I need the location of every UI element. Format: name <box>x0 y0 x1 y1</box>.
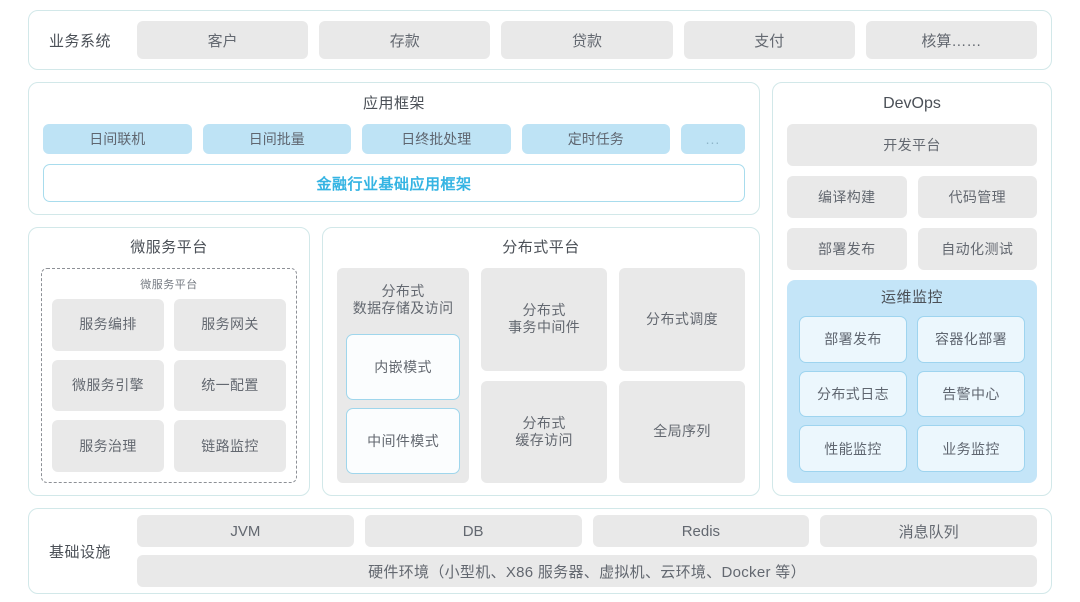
infrastructure-panel: 基础设施 JVM DB Redis 消息队列 硬件环境（小型机、X86 服务器、… <box>28 508 1052 594</box>
distributed-item[interactable]: 分布式 事务中间件 <box>481 268 608 371</box>
microservice-item[interactable]: 链路监控 <box>174 420 286 472</box>
business-system-item[interactable]: 核算…… <box>865 21 1038 59</box>
devops-pair-row: 部署发布 自动化测试 <box>787 228 1037 270</box>
distributed-storage-mode[interactable]: 中间件模式 <box>346 408 461 474</box>
distributed-storage-block[interactable]: 分布式 数据存储及访问 内嵌模式 中间件模式 <box>337 268 470 483</box>
business-systems-label: 业务系统 <box>49 32 112 50</box>
app-framework-chip-more[interactable]: ... <box>681 124 745 154</box>
microservice-inner-title: 微服务平台 <box>140 279 198 291</box>
distributed-storage-mode[interactable]: 内嵌模式 <box>346 334 461 400</box>
distributed-platform-title: 分布式平台 <box>502 239 580 256</box>
infrastructure-item[interactable]: DB <box>364 515 582 547</box>
foundation-framework-bar[interactable]: 金融行业基础应用框架 <box>43 164 745 202</box>
app-framework-title: 应用框架 <box>362 95 425 112</box>
distributed-platform-panel: 分布式平台 分布式 数据存储及访问 内嵌模式 中间件模式 <box>322 227 760 496</box>
app-framework-chips: 日间联机 日间批量 日终批处理 定时任务 ... <box>43 124 745 154</box>
distributed-item-line2: 事务中间件 <box>508 319 581 336</box>
app-framework-chip[interactable]: 日间批量 <box>202 124 351 154</box>
distributed-items-grid: 分布式 数据存储及访问 内嵌模式 中间件模式 分布式 事务中间件 <box>337 268 745 483</box>
distributed-storage-title: 分布式 数据存储及访问 <box>346 277 460 326</box>
devops-panel: DevOps 开发平台 编译构建 代码管理 部署发布 自动化测试 运维监控 部署… <box>772 82 1052 496</box>
ops-monitor-item[interactable]: 性能监控 <box>799 425 907 472</box>
distributed-item[interactable]: 全局序列 <box>619 380 745 483</box>
devops-item[interactable]: 部署发布 <box>787 228 907 270</box>
distributed-item-line1: 分布式 <box>522 302 566 319</box>
app-framework-chip[interactable]: 定时任务 <box>521 124 670 154</box>
business-system-item[interactable]: 存款 <box>319 21 491 59</box>
infrastructure-item[interactable]: JVM <box>137 515 354 547</box>
infrastructure-items: JVM DB Redis 消息队列 <box>137 515 1037 547</box>
devops-item[interactable]: 自动化测试 <box>917 228 1037 270</box>
devops-pair-row: 编译构建 代码管理 <box>787 176 1037 218</box>
microservice-item[interactable]: 微服务引擎 <box>52 359 164 412</box>
ops-monitor-item[interactable]: 告警中心 <box>917 370 1025 418</box>
ops-monitor-title: 运维监控 <box>880 289 943 306</box>
middle-left-column: 应用框架 日间联机 日间批量 日终批处理 定时任务 ... 金融行业基础应用框架… <box>28 82 760 496</box>
business-system-item[interactable]: 客户 <box>137 21 309 59</box>
devops-title: DevOps <box>883 95 941 112</box>
distributed-item-line2: 缓存访问 <box>515 431 573 448</box>
ops-monitor-grid: 部署发布 容器化部署 分布式日志 告警中心 性能监控 业务监控 <box>799 316 1025 472</box>
distributed-item[interactable]: 分布式 缓存访问 <box>481 380 608 483</box>
infrastructure-item[interactable]: Redis <box>592 515 810 547</box>
distributed-item-line1: 分布式 <box>522 414 566 431</box>
microservice-item[interactable]: 服务网关 <box>174 299 286 351</box>
distributed-storage-title-line2: 数据存储及访问 <box>352 300 454 316</box>
devops-platform-item[interactable]: 开发平台 <box>787 124 1037 166</box>
microservice-item[interactable]: 服务编排 <box>52 299 164 351</box>
platform-row: 微服务平台 微服务平台 服务编排 服务网关 微服务引擎 统一配置 服务治理 链路… <box>28 227 760 496</box>
devops-column: DevOps 开发平台 编译构建 代码管理 部署发布 自动化测试 运维监控 部署… <box>772 82 1052 496</box>
business-systems-panel: 业务系统 客户 存款 贷款 支付 核算…… <box>28 10 1052 70</box>
microservice-platform-panel: 微服务平台 微服务平台 服务编排 服务网关 微服务引擎 统一配置 服务治理 链路… <box>28 227 310 496</box>
microservice-platform-title: 微服务平台 <box>130 239 208 256</box>
ops-monitor-item[interactable]: 分布式日志 <box>799 370 907 418</box>
infrastructure-content: JVM DB Redis 消息队列 硬件环境（小型机、X86 服务器、虚拟机、云… <box>137 515 1037 587</box>
hardware-environment-bar[interactable]: 硬件环境（小型机、X86 服务器、虚拟机、云环境、Docker 等） <box>137 555 1037 587</box>
business-system-item[interactable]: 贷款 <box>501 21 673 59</box>
ops-monitor-item[interactable]: 部署发布 <box>799 316 907 363</box>
app-framework-chip[interactable]: 日间联机 <box>43 124 192 154</box>
business-system-item[interactable]: 支付 <box>683 21 855 59</box>
microservice-item[interactable]: 服务治理 <box>52 420 164 472</box>
ops-monitor-panel: 运维监控 部署发布 容器化部署 分布式日志 告警中心 性能监控 业务监控 <box>787 280 1037 483</box>
ops-monitor-item[interactable]: 容器化部署 <box>917 316 1025 363</box>
microservice-items-grid: 服务编排 服务网关 微服务引擎 统一配置 服务治理 链路监控 <box>52 299 286 472</box>
devops-item[interactable]: 编译构建 <box>787 176 907 218</box>
ops-monitor-item[interactable]: 业务监控 <box>917 425 1025 472</box>
distributed-item[interactable]: 分布式调度 <box>619 268 745 371</box>
app-framework-chip[interactable]: 日终批处理 <box>362 124 511 154</box>
middle-area: 应用框架 日间联机 日间批量 日终批处理 定时任务 ... 金融行业基础应用框架… <box>28 82 1052 496</box>
infrastructure-label: 基础设施 <box>49 543 112 561</box>
business-systems-items: 客户 存款 贷款 支付 核算…… <box>137 21 1038 59</box>
microservice-inner-box: 微服务平台 服务编排 服务网关 微服务引擎 统一配置 服务治理 链路监控 <box>41 268 297 483</box>
microservice-item[interactable]: 统一配置 <box>174 359 286 412</box>
distributed-storage-title-line1: 分布式 <box>381 283 425 299</box>
app-framework-panel: 应用框架 日间联机 日间批量 日终批处理 定时任务 ... 金融行业基础应用框架 <box>28 82 760 215</box>
devops-item[interactable]: 代码管理 <box>917 176 1037 218</box>
infrastructure-item[interactable]: 消息队列 <box>820 515 1037 547</box>
